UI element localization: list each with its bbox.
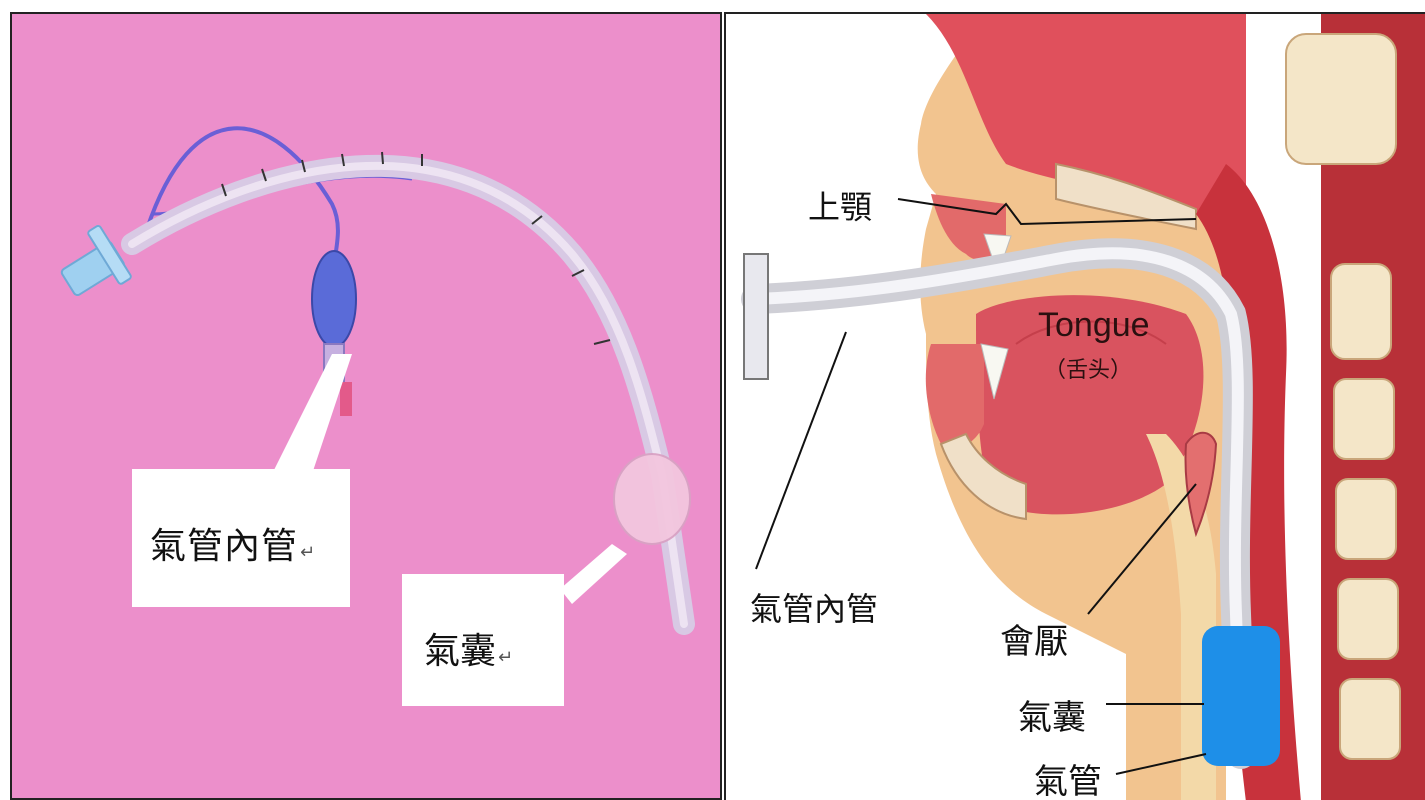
blue-cuff — [1202, 626, 1280, 766]
cuff-callout-pointer — [560, 544, 627, 604]
tube-flange — [744, 254, 768, 379]
cuff-balloon — [614, 454, 690, 544]
anatomy-illustration — [726, 14, 1425, 800]
epiglottis-label: 會厭 — [1000, 614, 1068, 663]
upper-jaw-label: 上顎 — [808, 182, 872, 228]
return-mark: ↵ — [300, 542, 316, 563]
cuff-label: 氣囊 — [1018, 690, 1086, 739]
tube-label-box: 氣管內管↵ — [132, 469, 350, 607]
intubation-anatomy-diagram: 上顎 Tongue （舌头） 氣管內管 會厭 氣囊 氣管 — [724, 12, 1425, 800]
cuff-label-box: 氣囊↵ — [402, 574, 564, 706]
tube-connector — [60, 225, 132, 297]
tube-label: 氣管內管 — [150, 526, 298, 567]
tube-illustration — [12, 14, 722, 800]
tongue-cn-label: （舌头） — [1044, 352, 1132, 384]
tube-label: 氣管內管 — [750, 584, 878, 630]
return-mark: ↵ — [498, 647, 513, 668]
cuff-label: 氣囊 — [424, 631, 496, 672]
endotracheal-tube-photo: 氣管內管↵ 氣囊↵ — [10, 12, 722, 800]
vertebrae — [1286, 34, 1400, 759]
tongue-label: Tongue — [1038, 306, 1150, 345]
trachea-label: 氣管 — [1034, 754, 1102, 800]
